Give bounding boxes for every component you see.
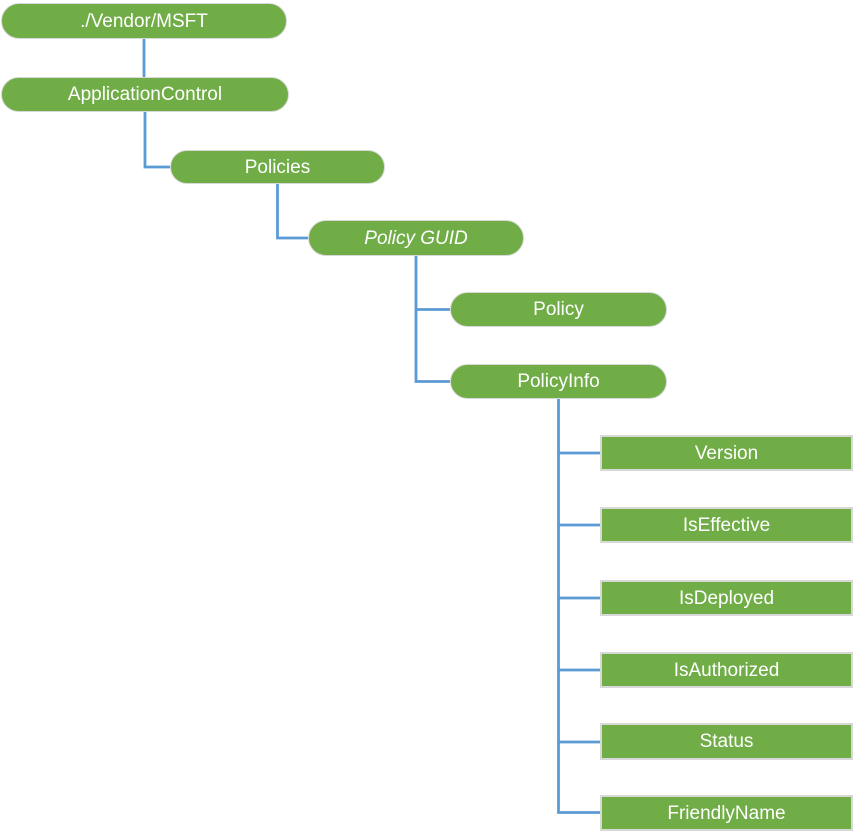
node-vendor-msft: ./Vendor/MSFT	[1, 3, 287, 39]
node-is-authorized: IsAuthorized	[600, 652, 853, 688]
node-friendly-name: FriendlyName	[600, 795, 853, 831]
connector-line-2	[276, 184, 308, 240]
node-policy-info: PolicyInfo	[450, 364, 667, 399]
node-version: Version	[600, 435, 853, 471]
node-status: Status	[600, 723, 853, 760]
connector-line-3	[414, 256, 450, 311]
node-application-control: ApplicationControl	[1, 77, 289, 112]
connector-line-4	[414, 309, 450, 383]
node-policy-guid: Policy GUID	[308, 220, 524, 256]
node-is-effective: IsEffective	[600, 507, 853, 543]
connector-line-5	[557, 399, 600, 814]
connector-line-1	[143, 112, 170, 169]
node-policy: Policy	[450, 292, 667, 327]
node-is-deployed: IsDeployed	[600, 580, 853, 616]
node-policies: Policies	[170, 150, 385, 184]
